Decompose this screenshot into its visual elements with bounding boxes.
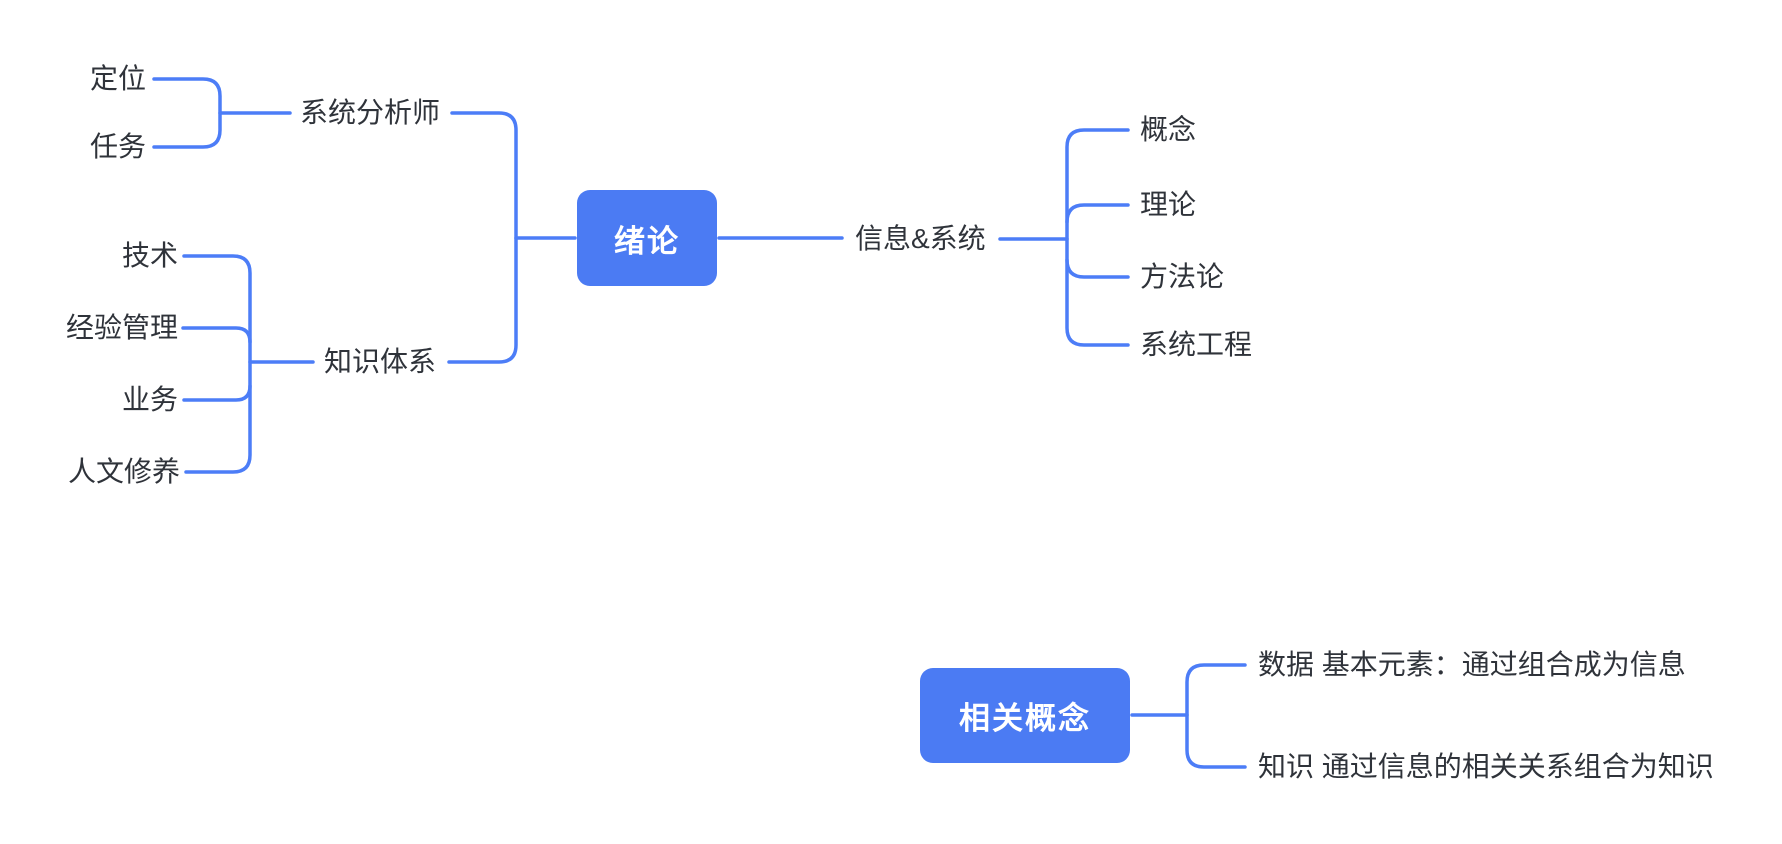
root-node-intro[interactable]: 绪论 [577,190,717,286]
root-node-intro-label: 绪论 [614,223,680,259]
node-info-and-system[interactable]: 信息&系统 [855,223,986,254]
node-theory[interactable]: 理论 [1140,189,1197,220]
node-technology[interactable]: 技术 [122,240,179,271]
connector-concepts-bracket [1185,663,1247,769]
root-node-related-concepts[interactable]: 相关概念 [920,668,1130,763]
node-knowledge-system[interactable]: 知识体系 [324,346,437,377]
node-systems-engineering[interactable]: 系统工程 [1140,329,1253,360]
connector-theory [1065,203,1130,224]
node-positioning[interactable]: 定位 [90,63,147,94]
connector-methodology [1065,258,1130,279]
node-experience-management[interactable]: 经验管理 [66,312,179,343]
node-task[interactable]: 任务 [90,131,147,162]
node-methodology[interactable]: 方法论 [1140,261,1225,292]
node-business[interactable]: 业务 [122,384,179,415]
node-humanities[interactable]: 人文修养 [68,456,181,487]
node-analyst[interactable]: 系统分析师 [300,97,441,128]
connector-analyst-knowledge-spine [447,111,518,364]
connector-positioning-task-bracket [152,77,222,149]
connector-business [182,384,252,402]
connector-experience [181,326,252,344]
node-knowledge-note[interactable]: 知识 通过信息的相关关系组合为知识 [1258,751,1714,782]
root-node-related-concepts-label: 相关概念 [959,701,1091,736]
connector-right-group-outer [1065,128,1130,347]
node-data-note[interactable]: 数据 基本元素：通过组合成为信息 [1258,649,1686,680]
node-concept[interactable]: 概念 [1140,114,1197,145]
connector-left-group-outer [182,254,252,474]
